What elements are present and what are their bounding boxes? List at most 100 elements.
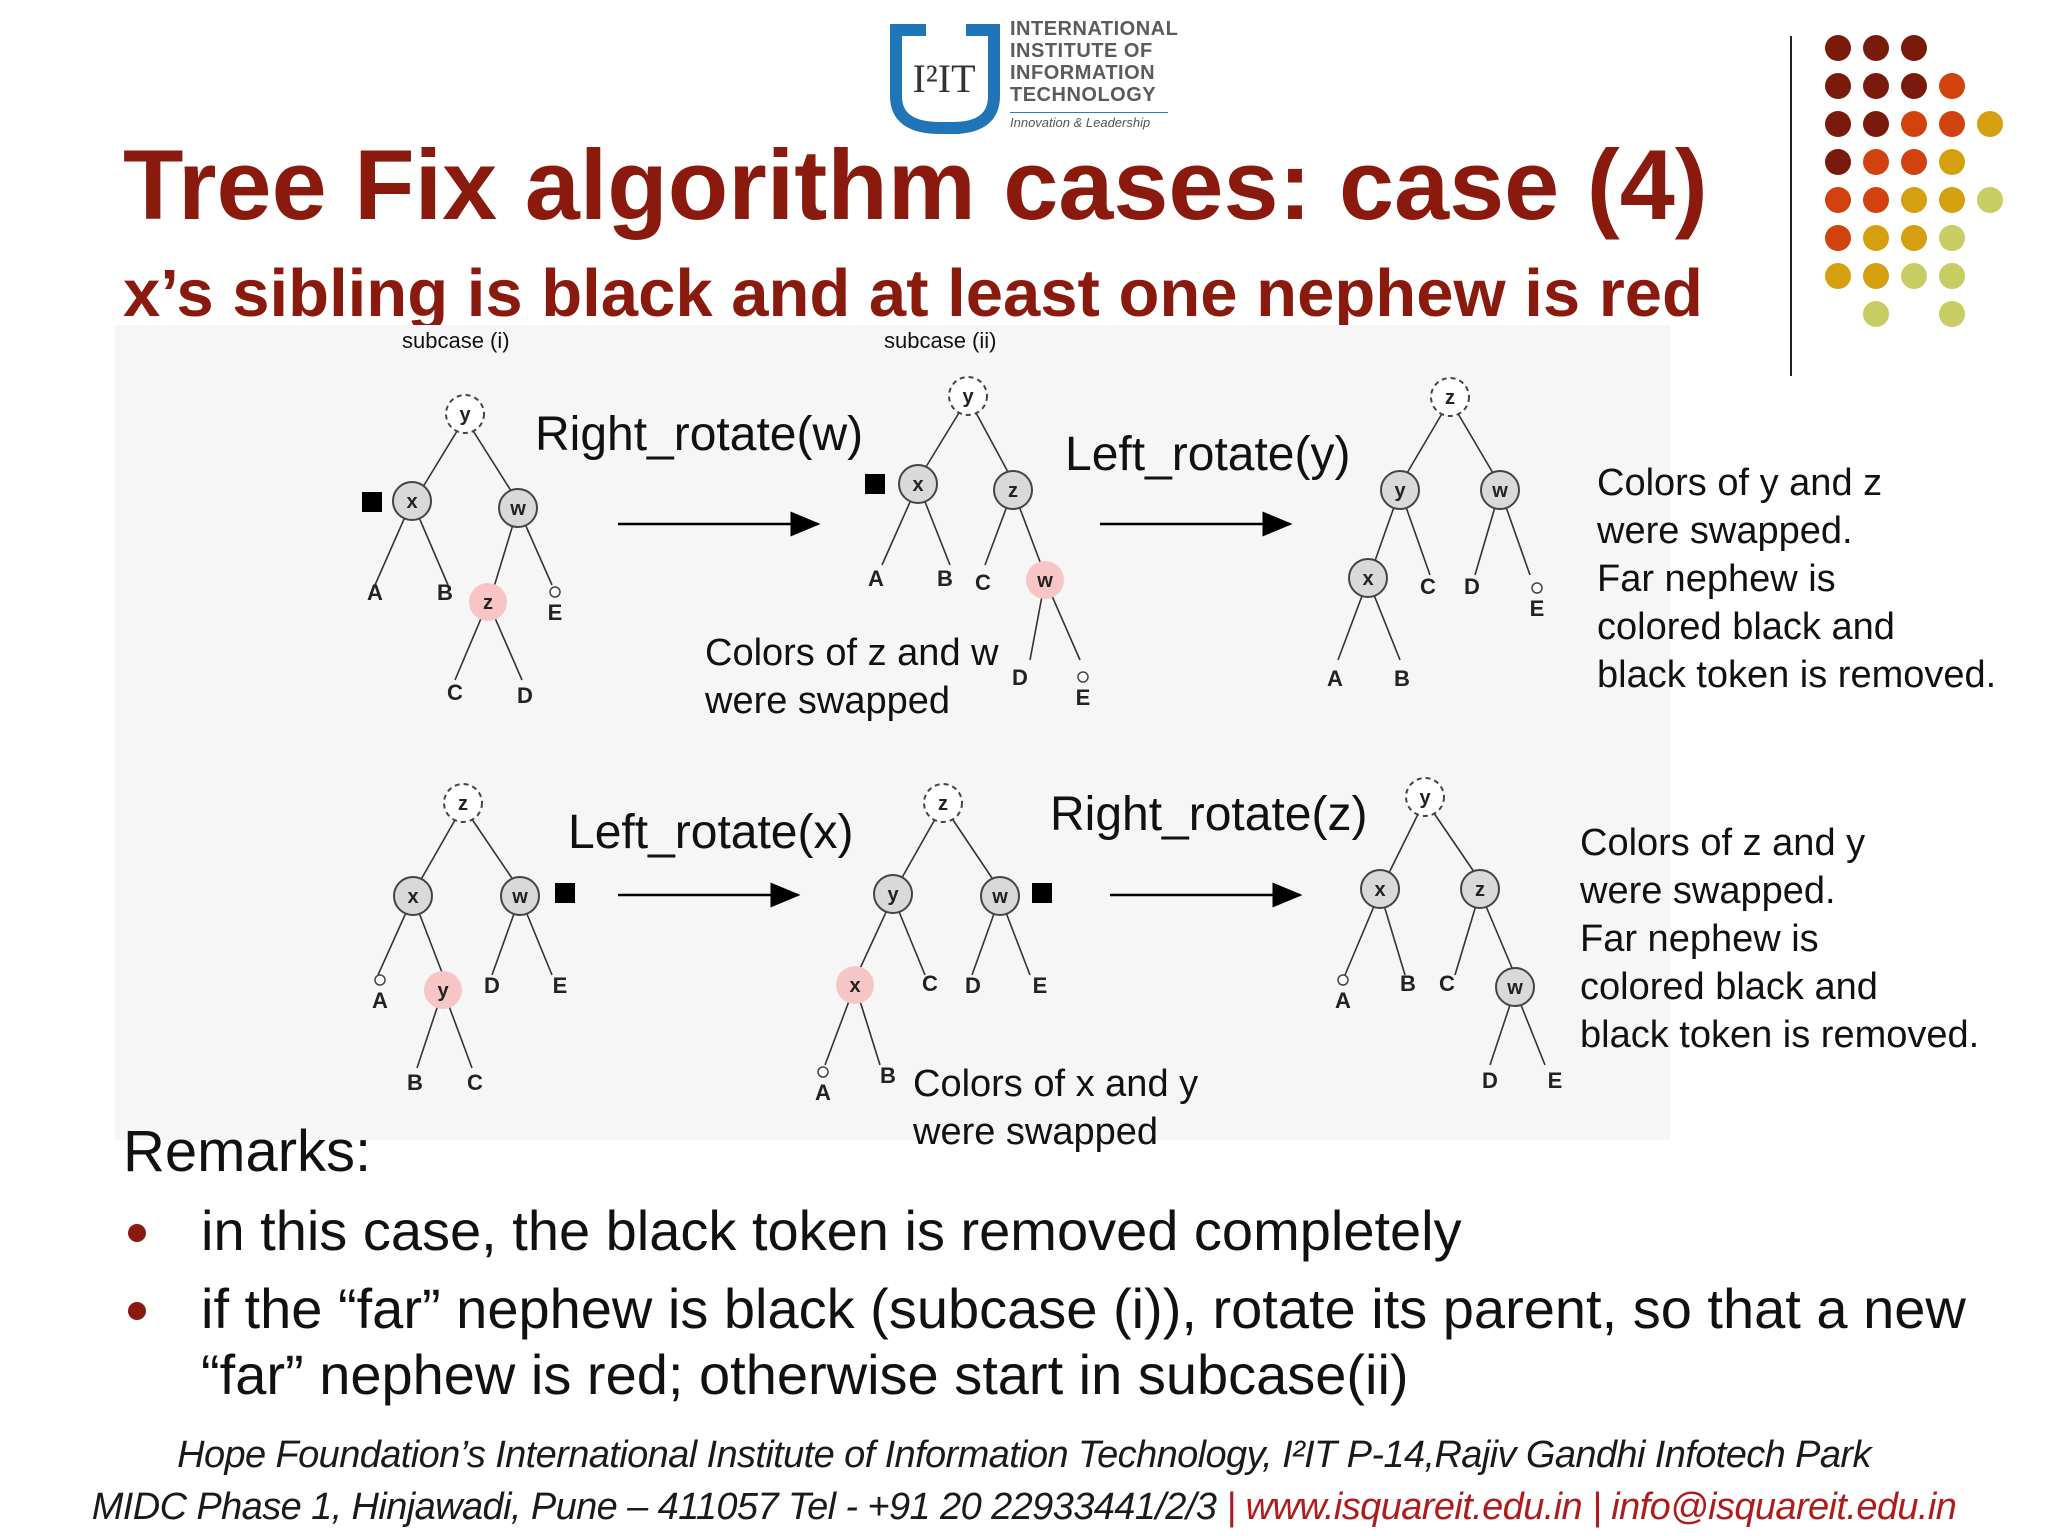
note-text: Colors of z and y xyxy=(1580,822,1865,864)
decorative-dot xyxy=(1863,149,1889,175)
diagram-panel xyxy=(115,325,1670,1140)
operation-label: Right_rotate(w) xyxy=(535,408,863,461)
tree-node-z xyxy=(1430,377,1470,417)
bullet-icon xyxy=(128,1224,146,1242)
tree-node-z xyxy=(1460,869,1500,909)
note-text: Colors of x and y xyxy=(913,1063,1198,1105)
leaf-label: E xyxy=(1033,973,1048,998)
node-label: w xyxy=(1506,977,1523,999)
leaf-label: C xyxy=(975,570,991,595)
node-label: x xyxy=(849,975,860,997)
nil-marker xyxy=(1531,582,1543,594)
leaf-label: C xyxy=(1420,574,1436,599)
leaf-label: B xyxy=(437,580,453,605)
tree-node-x xyxy=(1360,869,1400,909)
note-text: black token is removed. xyxy=(1580,1014,1979,1056)
leaf-label: A xyxy=(372,988,388,1013)
decorative-dot xyxy=(1863,187,1889,213)
nil-marker xyxy=(374,974,386,986)
tree-node-y xyxy=(424,971,462,1009)
tree-node-x xyxy=(393,876,433,916)
tree-node-x xyxy=(898,464,938,504)
tree-node-x xyxy=(392,481,432,521)
footer-address: Hope Foundation’s International Institut… xyxy=(177,1434,1871,1476)
tree-node-w xyxy=(1480,470,1520,510)
decorative-dot xyxy=(1825,73,1851,99)
leaf-label: D xyxy=(1482,1068,1498,1093)
divider-line xyxy=(1790,36,1792,376)
decorative-dot xyxy=(1901,35,1927,61)
list-item: in this case, the black token is removed… xyxy=(128,1198,2028,1264)
black-token-icon xyxy=(1032,883,1052,903)
institute-logo: I²IT xyxy=(890,24,1000,134)
nil-marker xyxy=(549,586,561,598)
leaf-label: E xyxy=(553,973,568,998)
node-label: w xyxy=(1491,480,1508,502)
leaf-label: B xyxy=(880,1063,896,1088)
tree-node-x xyxy=(836,966,874,1004)
decorative-dot xyxy=(1825,225,1851,251)
leaf-label: E xyxy=(1076,685,1091,710)
decorative-dot xyxy=(1977,187,2003,213)
tree-node-w xyxy=(980,876,1020,916)
decorative-dot xyxy=(1863,301,1889,327)
slide-title: Tree Fix algorithm cases: case (4) xyxy=(123,129,1708,240)
node-label: x xyxy=(406,491,417,513)
tree-node-w xyxy=(1026,561,1064,599)
decorative-dot xyxy=(1825,187,1851,213)
remarks-list: in this case, the black token is removed… xyxy=(128,1198,2028,1420)
node-label: z xyxy=(938,793,948,815)
tree-node-w xyxy=(1495,967,1535,1007)
decorative-dot xyxy=(1977,111,2003,137)
decorative-dot xyxy=(1901,149,1927,175)
logo-tagline: Innovation & Leadership xyxy=(1010,112,1168,130)
decorative-dot xyxy=(1939,263,1965,289)
node-label: w xyxy=(509,498,526,520)
logo-wordmark: INTERNATIONAL INSTITUTE OF INFORMATION T… xyxy=(1010,18,1178,106)
leaf-label: C xyxy=(447,680,463,705)
nil-marker xyxy=(1337,974,1349,986)
subcase-label: subcase (i) xyxy=(402,328,510,353)
leaf-label: A xyxy=(815,1080,831,1105)
leaf-label: B xyxy=(1394,666,1410,691)
decorative-dot xyxy=(1863,225,1889,251)
footer-separator: | xyxy=(1592,1486,1602,1528)
footer-email-link[interactable]: info@isquareit.edu.in xyxy=(1611,1486,1957,1528)
node-label: w xyxy=(511,886,528,908)
footer-website-link[interactable]: www.isquareit.edu.in xyxy=(1245,1486,1583,1528)
decorative-dot xyxy=(1939,73,1965,99)
note-text: were swapped xyxy=(704,680,950,722)
decorative-dot xyxy=(1863,263,1889,289)
tree-node-y xyxy=(1405,777,1445,817)
remark-text: in this case, the black token is removed… xyxy=(201,1199,1462,1262)
decorative-dot xyxy=(1901,225,1927,251)
node-label: z xyxy=(1445,387,1455,409)
decorative-dot xyxy=(1863,73,1889,99)
decorative-dot xyxy=(1939,301,1965,327)
decorative-dot xyxy=(1939,149,1965,175)
decorative-dot-grid xyxy=(1825,35,2003,327)
note-text: were swapped. xyxy=(1579,870,1836,912)
node-label: y xyxy=(962,386,974,408)
leaf-label: E xyxy=(1530,596,1545,621)
decorative-dot xyxy=(1863,111,1889,137)
leaf-label: E xyxy=(1548,1068,1563,1093)
logo-line: TECHNOLOGY xyxy=(1010,84,1157,106)
logo-line: INFORMATION xyxy=(1010,62,1156,84)
subcase-label: subcase (ii) xyxy=(884,328,996,353)
note-text: were swapped. xyxy=(1596,510,1853,552)
leaf-label: A xyxy=(1327,666,1343,691)
node-label: y xyxy=(887,884,899,906)
decorative-dot xyxy=(1939,225,1965,251)
leaf-label: B xyxy=(1400,971,1416,996)
note-text: Far nephew is xyxy=(1597,558,1836,600)
leaf-label: D xyxy=(1012,665,1028,690)
decorative-dot xyxy=(1825,111,1851,137)
black-token-icon xyxy=(362,492,382,512)
leaf-label: C xyxy=(1439,971,1455,996)
leaf-label: D xyxy=(517,683,533,708)
leaf-label: D xyxy=(965,973,981,998)
leaf-label: B xyxy=(937,566,953,591)
note-text: Far nephew is xyxy=(1580,918,1819,960)
